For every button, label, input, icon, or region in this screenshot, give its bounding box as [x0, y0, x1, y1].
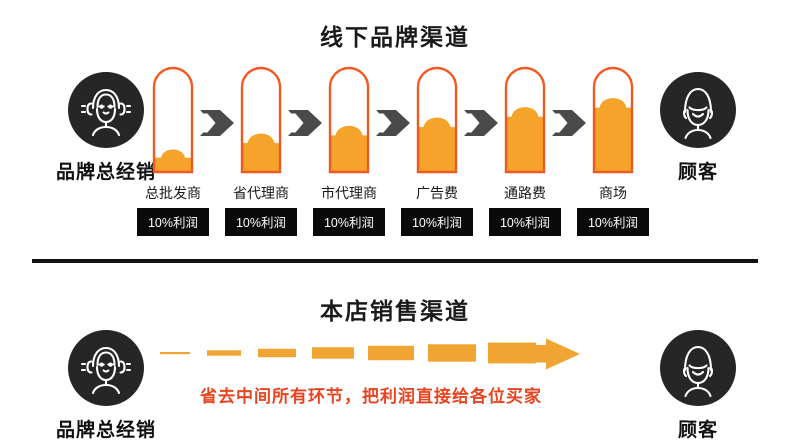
stage-label-1: 总批发商 [145, 185, 201, 201]
stage-label-6: 商场 [599, 185, 627, 201]
stage-badge-3: 10%利润 [313, 208, 385, 236]
channel-stage-3: 市代理商 10%利润 [313, 66, 385, 236]
dealer-label-bottom: 品牌总经销 [55, 420, 156, 441]
channel-stage-4: 广告费 10%利润 [401, 66, 473, 236]
stage-label-3: 市代理商 [321, 185, 377, 201]
profit-tube-3 [326, 66, 372, 176]
profit-tube-6 [590, 66, 636, 176]
double-chevron-arrow-icon-5 [552, 110, 586, 136]
customer-face-icon [660, 72, 736, 148]
avatar-brand-dealer-top: 品牌总经销 [46, 72, 166, 184]
stage-badge-1: 10%利润 [137, 208, 209, 236]
stage-label-2: 省代理商 [233, 185, 289, 201]
avatar-customer-bottom: 顾客 [638, 330, 758, 442]
double-chevron-arrow-icon-2 [288, 110, 322, 136]
customer-label-bottom: 顾客 [677, 420, 718, 441]
customer-label-top: 顾客 [677, 162, 718, 183]
growing-dashed-arrow-icon [160, 326, 580, 382]
dealer-face-icon [68, 72, 144, 148]
stage-label-4: 广告费 [416, 185, 458, 201]
channel-stage-6: 商场 10%利润 [577, 66, 649, 236]
customer-face-icon [660, 330, 736, 406]
double-chevron-arrow-icon-3 [376, 110, 410, 136]
avatar-customer-top: 顾客 [638, 72, 758, 184]
profit-tube-4 [414, 66, 460, 176]
stage-badge-4: 10%利润 [401, 208, 473, 236]
offline-channel-title: 线下品牌渠道 [320, 24, 470, 50]
promo-message-text: 省去中间所有环节，把利润直接给各位买家 [200, 387, 542, 406]
profit-tube-2 [238, 66, 284, 176]
profit-tube-1 [150, 66, 196, 176]
promo-message: 省去中间所有环节，把利润直接给各位买家 [0, 382, 790, 407]
stage-label-5: 通路费 [504, 185, 546, 201]
dealer-label-top: 品牌总经销 [55, 162, 156, 183]
avatar-brand-dealer-bottom: 品牌总经销 [46, 330, 166, 442]
offline-channel-chain: 总批发商 10%利润 省代理商 10%利润 [137, 66, 649, 241]
stage-badge-2: 10%利润 [225, 208, 297, 236]
channel-stage-2: 省代理商 10%利润 [225, 66, 297, 236]
stage-badge-5: 10%利润 [489, 208, 561, 236]
double-chevron-arrow-icon-4 [464, 110, 498, 136]
stage-badge-6: 10%利润 [577, 208, 649, 236]
dealer-face-icon [68, 330, 144, 406]
section-divider [32, 259, 758, 263]
channel-stage-1: 总批发商 10%利润 [137, 66, 209, 236]
double-chevron-arrow-icon-1 [200, 110, 234, 136]
store-channel-title: 本店销售渠道 [320, 298, 470, 324]
channel-stage-5: 通路费 10%利润 [489, 66, 561, 236]
profit-tube-5 [502, 66, 548, 176]
